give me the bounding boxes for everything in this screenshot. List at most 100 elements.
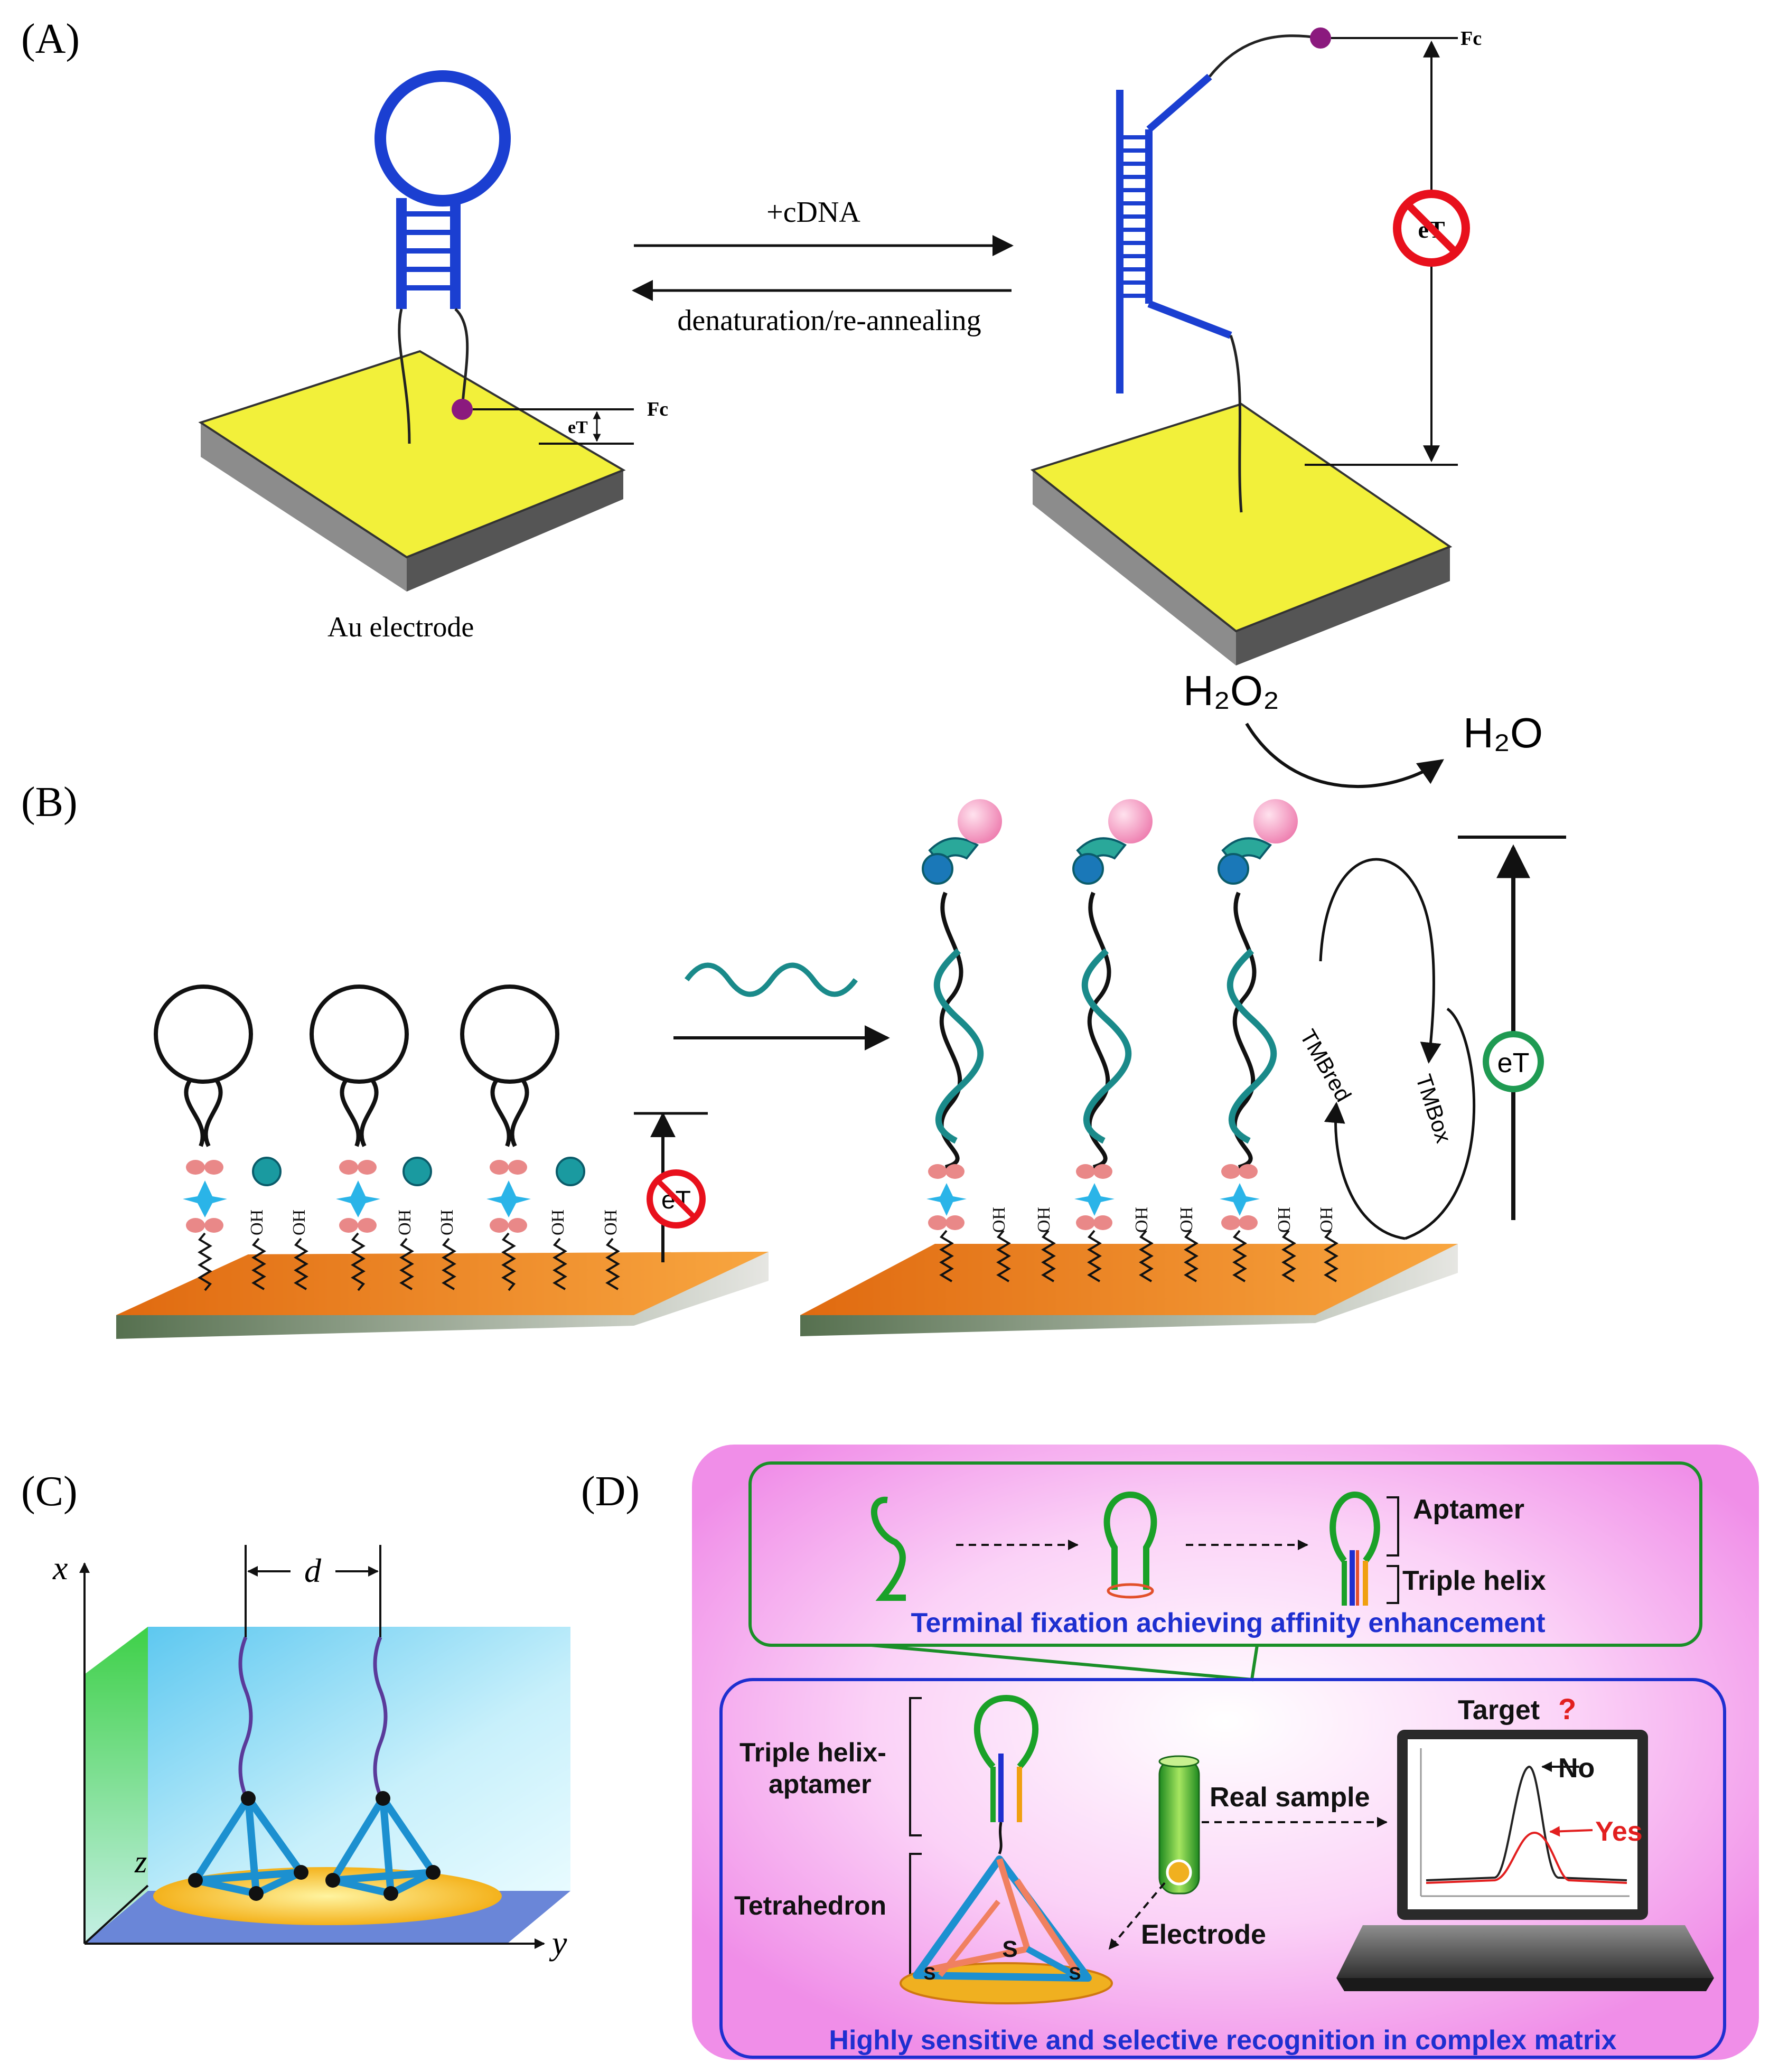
real-sample-label: Real sample <box>1210 1782 1370 1813</box>
distance-marker: d <box>245 1545 381 1637</box>
catalysis-arrow: H₂O₂ H₂O <box>1183 667 1543 788</box>
svg-text:HO: HO <box>1316 1207 1336 1233</box>
linker-right <box>926 1164 1260 1230</box>
axes-c <box>79 1562 545 1949</box>
target-strand <box>684 962 858 997</box>
sulfur-label: S <box>1002 1936 1017 1962</box>
sam-zigzag-left <box>198 1232 620 1291</box>
peroxidase-bead <box>958 799 1002 843</box>
surface-left <box>116 1252 769 1339</box>
distance-label: d <box>304 1552 322 1589</box>
triple-helix-aptamer-top <box>1329 1491 1380 1606</box>
au-electrode-label: Au electrode <box>327 611 474 643</box>
blocked-et-b: eT <box>634 1112 708 1262</box>
open-et-b: eT <box>1458 836 1566 1220</box>
peroxidase-bead <box>1108 799 1153 843</box>
tetrahedron-label: Tetrahedron <box>734 1891 886 1920</box>
yes-label: Yes <box>1595 1816 1643 1847</box>
tetrahedron-d: S S S <box>900 1855 1113 2004</box>
trace-yes <box>1426 1831 1627 1884</box>
panel-c-label: (C) <box>21 1468 78 1515</box>
svg-text:HO: HO <box>247 1210 266 1235</box>
panel-d-label: (D) <box>581 1468 640 1515</box>
tmb-redox-cycle: TMBred TMBox <box>1295 858 1476 1240</box>
no-label: No <box>1558 1753 1595 1784</box>
folded-aptamer <box>1103 1491 1157 1599</box>
unfolded-aptamer <box>871 1496 906 1601</box>
ho-labels-left: HO HO HO HO HO HO <box>247 1210 620 1235</box>
hairpin-loops-left <box>154 985 559 1147</box>
bottom-box: Triple helix- aptamer Tetrahedron <box>719 1678 1726 2059</box>
triple-helix-aptamer-bottom <box>973 1694 1039 1854</box>
tmb-red-label: TMBred <box>1295 1025 1356 1106</box>
au-electrode-right <box>1030 402 1453 665</box>
target-label: Target <box>1458 1695 1540 1726</box>
duplex-right: Fc eT <box>1116 27 1482 513</box>
axis-y-label: y <box>549 1924 567 1962</box>
nanozyme-labels-right <box>922 799 1298 885</box>
sulfur-label: S <box>924 1964 936 1984</box>
panel-a-label: (A) <box>21 16 80 62</box>
no-et-icon-a: eT <box>1393 190 1470 267</box>
electrode-front-side <box>201 423 407 592</box>
svg-text:HO: HO <box>289 1210 308 1235</box>
axis-z-label: z <box>134 1844 147 1879</box>
h2o-label: H₂O <box>1463 709 1543 756</box>
bottom-caption: Highly sensitive and selective recogniti… <box>829 2025 1616 2056</box>
ferrocene-dot-right <box>1310 27 1331 49</box>
hairpin-probe-left: Fc eT <box>374 70 668 445</box>
au-electrode-left <box>198 350 626 592</box>
electrode-label: Electrode <box>1141 1919 1266 1950</box>
surface-right <box>800 1244 1458 1336</box>
duplex-strands-right <box>933 892 1277 1169</box>
ho-labels-right: HO HO HO HO HO HO <box>989 1207 1336 1233</box>
denaturation-label: denaturation/re-annealing <box>677 304 981 337</box>
axis-x-label: x <box>52 1549 68 1587</box>
panel-c: (C) x y z d <box>21 1468 570 1962</box>
teal-labels-left <box>252 1157 585 1186</box>
electrode-right-side <box>407 470 623 592</box>
svg-text:HO: HO <box>437 1210 456 1235</box>
et-label-left: eT <box>568 418 588 437</box>
laptop-base <box>1336 1925 1714 1978</box>
top-box: Aptamer Triple helix Terminal fixation a… <box>748 1461 1702 1682</box>
trace-no <box>1426 1765 1627 1881</box>
laptop: Target ? No Yes <box>1336 1692 1714 1991</box>
sam-zigzag-right <box>939 1230 1338 1282</box>
svg-text:HO: HO <box>1131 1207 1151 1233</box>
triple-helix-aptamer-label-1: Triple helix- <box>739 1738 886 1767</box>
tetrahedron-probes-c <box>188 1636 441 1901</box>
tmb-ox-label: TMBox <box>1411 1071 1456 1146</box>
target-question-mark: ? <box>1558 1692 1576 1726</box>
panel-d: (D) Aptamer Triple helix <box>581 1445 1759 2060</box>
et-open-label: eT <box>1497 1048 1530 1079</box>
peroxidase-bead <box>1253 799 1298 843</box>
equilibrium-arrows: +cDNA denaturation/re-annealing <box>632 196 1014 337</box>
svg-text:HO: HO <box>1176 1207 1196 1233</box>
svg-text:HO: HO <box>601 1210 620 1235</box>
gold-surface <box>198 350 626 559</box>
svg-text:HO: HO <box>1034 1207 1053 1233</box>
h2o2-label: H₂O₂ <box>1183 667 1279 714</box>
svg-text:HO: HO <box>989 1207 1008 1233</box>
panel-a: (A) Fc eT <box>21 16 1482 665</box>
electrode-tube <box>1158 1755 1200 1895</box>
cdna-label: +cDNA <box>766 196 860 229</box>
sulfur-label: S <box>1069 1964 1081 1984</box>
triple-helix-aptamer-label-2: aptamer <box>769 1769 872 1799</box>
side-wall <box>85 1627 148 1944</box>
ferrocene-dot-left <box>452 399 473 420</box>
svg-text:HO: HO <box>548 1210 567 1235</box>
signal-plot <box>1420 1748 1630 1897</box>
triple-helix-label: Triple helix <box>1402 1565 1546 1596</box>
panel-b-label: (B) <box>21 779 78 826</box>
svg-text:HO: HO <box>1274 1207 1294 1233</box>
panel-b: (B) <box>21 667 1566 1339</box>
fc-label-left: Fc <box>647 398 668 420</box>
linker-left <box>183 1160 531 1233</box>
svg-text:HO: HO <box>395 1210 414 1235</box>
top-caption: Terminal fixation achieving affinity enh… <box>911 1608 1545 1638</box>
fc-label-right: Fc <box>1460 27 1482 50</box>
aptamer-label: Aptamer <box>1413 1494 1524 1525</box>
